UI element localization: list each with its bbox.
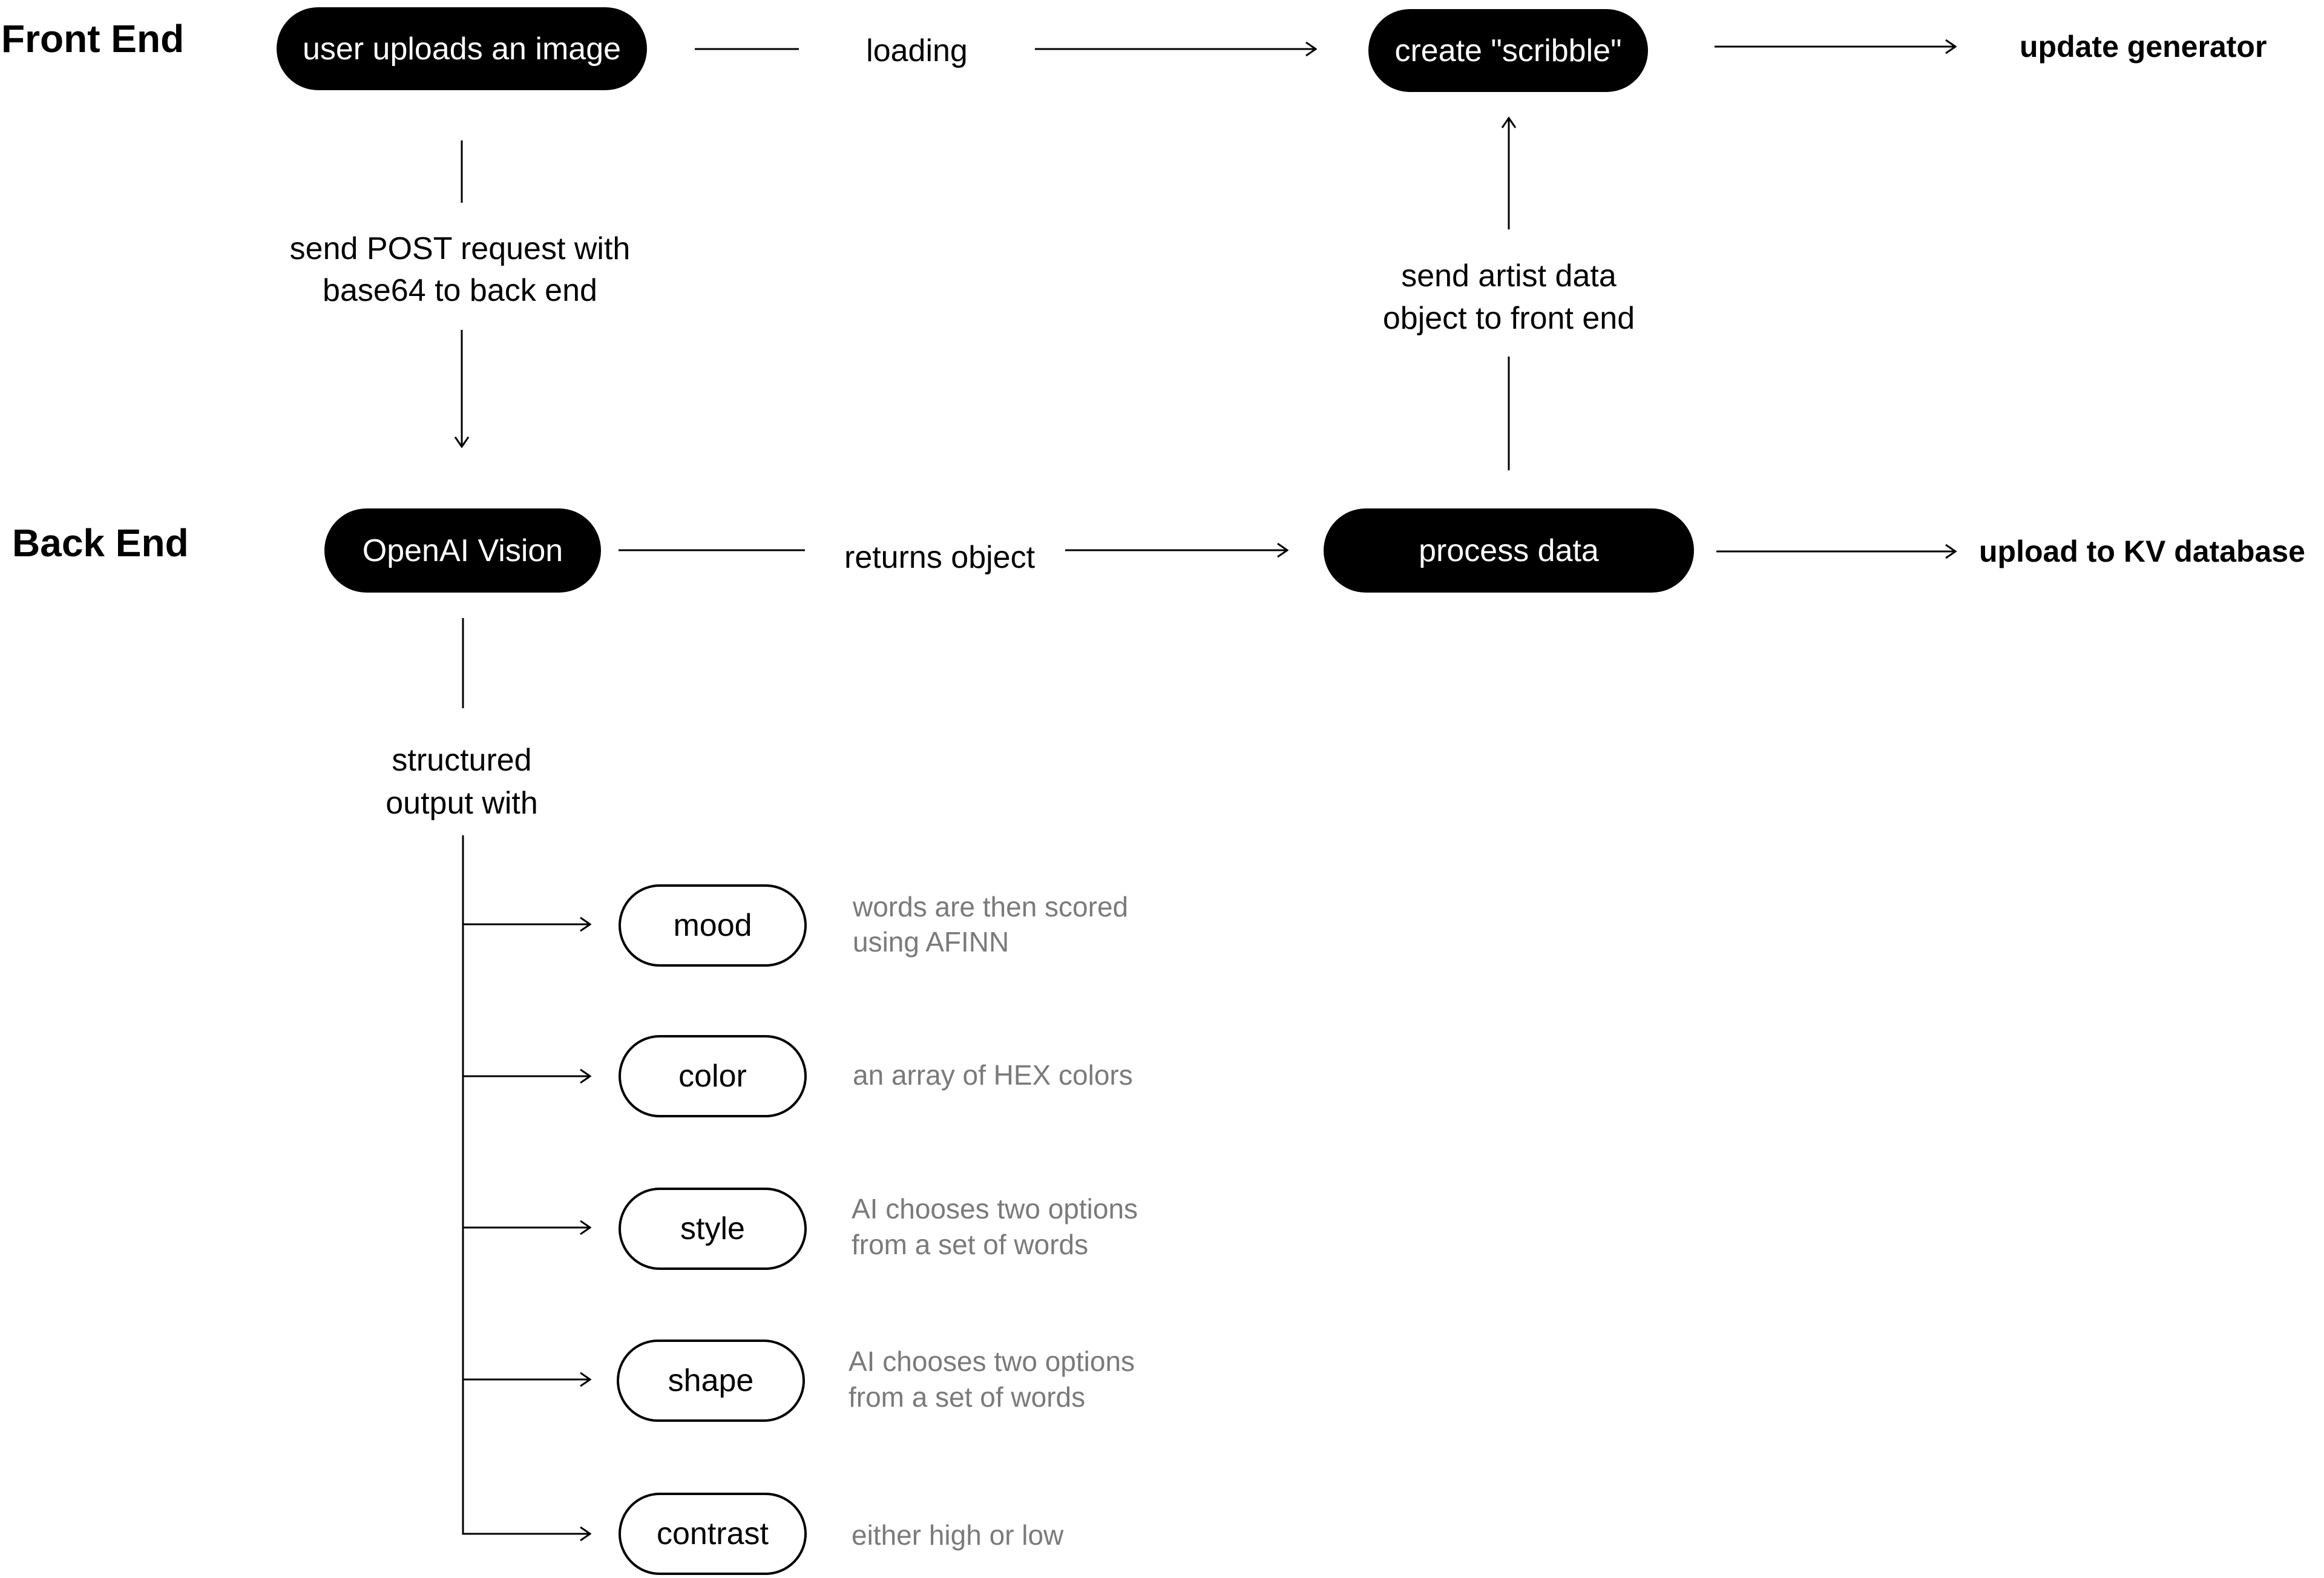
output-label: contrast (657, 1516, 769, 1551)
label-returns-object: returns object (844, 540, 1036, 575)
label-loading: loading (866, 33, 968, 68)
node-user-uploads-image: user uploads an image (277, 7, 647, 90)
output-node-shape: shape (617, 1340, 805, 1422)
label-line: object to front end (1382, 301, 1635, 336)
node-label: create "scribble" (1394, 33, 1622, 68)
description-line: AI chooses two options (852, 1193, 1138, 1225)
label-send-artist-data: send artist data object to front end (1327, 255, 1690, 340)
label-line: structured (392, 743, 532, 778)
output-node-color: color (619, 1035, 807, 1117)
output-description-shape: AI chooses two options from a set of wor… (849, 1344, 1135, 1415)
output-node-style: style (619, 1188, 807, 1270)
output-description-mood: words are then scored using AFINN (853, 889, 1128, 959)
output-label: mood (673, 908, 752, 943)
label-line: send POST request with (289, 231, 631, 266)
label-line: output with (386, 786, 538, 821)
output-node-contrast: contrast (619, 1493, 807, 1575)
description-line: using AFINN (853, 926, 1009, 958)
lane-label-back-end: Back End (12, 521, 189, 565)
node-openai-vision: OpenAI Vision (324, 508, 601, 593)
node-label: process data (1419, 533, 1599, 568)
output-label: shape (668, 1363, 754, 1398)
label-line: send artist data (1401, 258, 1617, 294)
output-description-style: AI chooses two options from a set of wor… (852, 1191, 1138, 1263)
label-upload-kv-database: upload to KV database (1979, 534, 2305, 568)
output-description-color: an array of HEX colors (853, 1057, 1133, 1093)
lane-label-front-end: Front End (1, 17, 185, 61)
node-label: user uploads an image (302, 31, 622, 67)
output-node-mood: mood (619, 884, 807, 967)
output-label: color (678, 1059, 747, 1094)
description-line: either high or low (852, 1519, 1064, 1551)
label-structured-output: structured output with (310, 739, 613, 825)
output-label: style (680, 1211, 745, 1246)
label-line: base64 to back end (323, 273, 597, 308)
label-send-post-request: send POST request with base64 to back en… (278, 228, 642, 312)
label-update-generator: update generator (2020, 30, 2267, 64)
description-line: AI chooses two options (849, 1346, 1135, 1377)
description-line: words are then scored (853, 891, 1129, 922)
output-description-contrast: either high or low (852, 1517, 1063, 1553)
description-line: from a set of words (849, 1381, 1086, 1413)
description-line: an array of HEX colors (853, 1059, 1133, 1091)
node-create-scribble: create "scribble" (1368, 9, 1648, 92)
node-process-data: process data (1324, 508, 1694, 593)
description-line: from a set of words (852, 1229, 1089, 1260)
node-label: OpenAI Vision (362, 533, 563, 568)
